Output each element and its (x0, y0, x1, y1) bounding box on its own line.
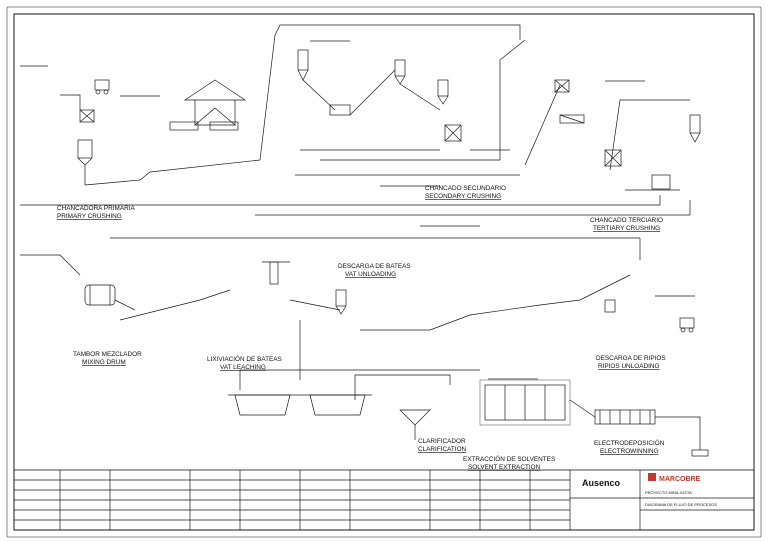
section-label-en-mixing-drum: MIXING DRUM (82, 359, 126, 366)
section-label-es-sx: EXTRACCIÓN DE SOLVENTES (463, 454, 555, 463)
primary-crusher-icon (79, 109, 95, 123)
leach-vat-2 (309, 394, 366, 416)
section-label-es-ripios: DESCARGA DE RIPIOS (596, 355, 666, 362)
ripios-truck-icon (679, 317, 695, 329)
drawing-title: DIAGRAMA DE FLUJO DE PROCESOS (645, 502, 717, 507)
section-label-es-ew: ELECTRODEPOSICIÓN (594, 438, 665, 447)
leach-vat-1 (234, 394, 291, 416)
section-label-es-vat-unloading: DESCARGA DE BATEAS (338, 263, 411, 270)
section-label-es-clarifier: CLARIFICADOR (418, 438, 466, 445)
ausenco-logo-text: Ausenco (582, 478, 621, 488)
section-label-en-vat-leaching: VAT LEACHING (220, 364, 266, 371)
cathode-bundle-icon (691, 449, 709, 457)
conveyor-primary (84, 179, 141, 186)
section-label-es-vat-leaching: LIXIVIACIÓN DE BATEAS (207, 354, 282, 363)
section-label-es-mixing-drum: TAMBOR MEZCLADOR (73, 351, 142, 358)
section-label-en-tertiary: TERTIARY CRUSHING (593, 225, 660, 232)
marcobre-logo-text: MARCOBRE (659, 476, 701, 483)
clarifier-icon (399, 409, 431, 426)
annotation-marks (20, 40, 695, 380)
section-label-es-primary: CHANCADORA PRIMARIA (57, 205, 136, 212)
section-label-en-sx: SOLVENT EXTRACTION (468, 464, 541, 471)
tertiary-screen-icon (559, 114, 585, 124)
conveyor-to-secondary (259, 34, 276, 161)
electrowinning-cells (594, 409, 656, 425)
crane-icon (269, 261, 279, 285)
section-label-en-secondary: SECONDARY CRUSHING (425, 193, 501, 200)
stockpile-dome (183, 79, 247, 101)
marcobre-logo-mark (648, 473, 656, 481)
mixing-drum-icon (84, 284, 116, 306)
screen-icon (329, 104, 351, 116)
section-label-en-ew: ELECTROWINNING (600, 448, 659, 455)
secondary-crusher-icon (444, 124, 462, 142)
section-label-en-clarifier: CLARIFICATION (418, 446, 467, 453)
project-name: PROYECTO MINA JUSTA (645, 490, 692, 495)
section-label-en-primary: PRIMARY CRUSHING (57, 213, 122, 220)
section-label-en-vat-unloading: VAT UNLOADING (345, 271, 396, 278)
section-label-es-tertiary: CHANCADO TERCIARIO (590, 217, 663, 224)
section-label-en-ripios: RIPIOS UNLOADING (598, 363, 659, 370)
haul-truck-icon (94, 79, 110, 91)
section-label-es-secondary: CHANCADO SECUNDARIO (425, 185, 506, 192)
